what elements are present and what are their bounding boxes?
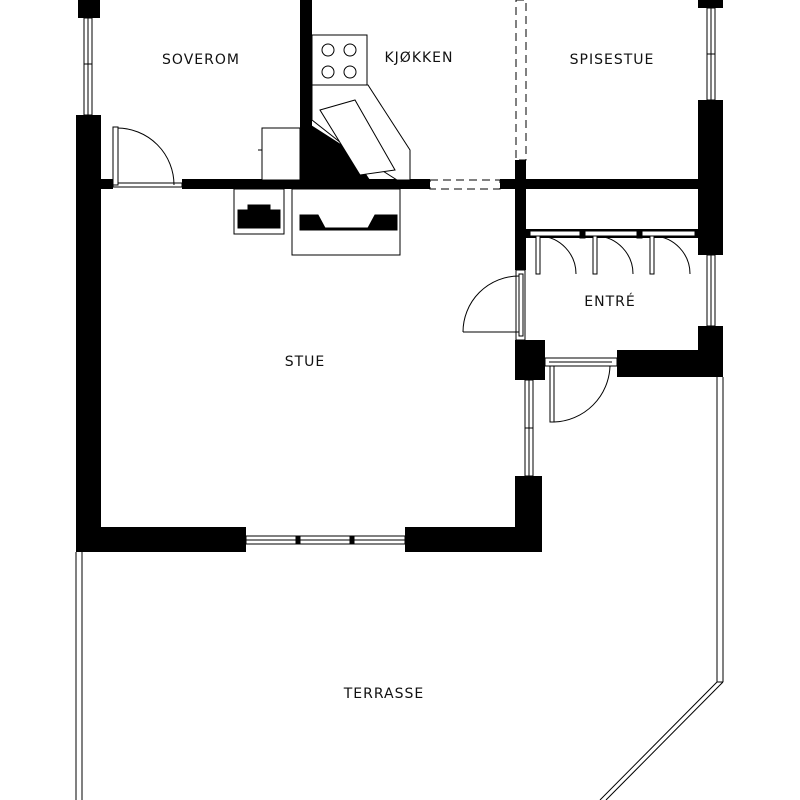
stove-burner [343,43,357,57]
walls [76,0,723,552]
stove-burner [321,43,335,57]
wardrobes [529,229,696,275]
wall-top-left-stub [78,0,100,18]
fireplace-small [233,188,285,235]
openings [429,0,527,190]
wall-kitchen-divider [300,0,312,180]
room-label-kjokken: KJØKKEN [384,50,453,66]
wall-bottom-left [76,527,246,552]
doors [112,126,618,423]
wall-left-outer [76,115,101,552]
door-entre-front[interactable] [544,357,618,423]
wardrobe-door-1[interactable] [535,235,577,275]
stove [311,34,368,86]
fireplace-large [291,188,401,256]
wall-mid-1 [101,179,113,189]
wardrobe-rail [529,230,696,237]
wall-right-lower-post [698,326,723,377]
room-label-stue: STUE [285,354,326,370]
wardrobe-door-3[interactable] [649,235,691,275]
room-label-spisestue: SPISESTUE [570,52,655,68]
door-stue-entre[interactable] [462,269,526,341]
wall-stue-right-lower [515,476,542,552]
opening-kitchen-dining [515,0,527,161]
wall-right-upper [698,100,723,255]
stove-burner [321,65,335,79]
bedroom-cabinet [261,127,301,181]
counter-inner [319,99,396,176]
room-label-entre: ENTRÉ [584,293,635,310]
stove-burner [343,65,357,79]
wall-top-right-stub [698,0,723,8]
terrace-railing [75,377,724,800]
wardrobe-door-2[interactable] [592,235,634,275]
wall-mid-3 [500,179,698,189]
wall-entre-corner-stub [515,340,545,380]
windows [83,7,716,545]
room-label-terrasse: TERRASSE [343,686,424,702]
door-soverom[interactable] [112,126,183,188]
opening-kitchen-hall [429,179,501,190]
wall-entre-left [515,160,526,270]
kitchen-fixtures [233,34,411,256]
room-label-soverom: SOVEROM [162,52,240,68]
